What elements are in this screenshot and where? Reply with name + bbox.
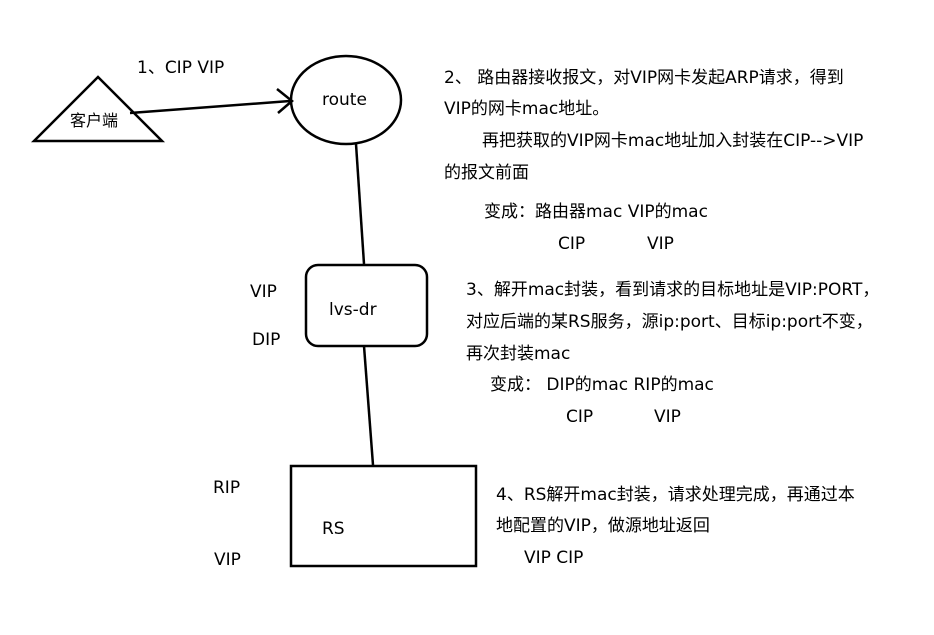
step2-line2: VIP的网卡mac地址。 (444, 99, 610, 119)
step4-line1: 4、RS解开mac封装，请求处理完成，再通过本 (496, 485, 855, 505)
step2-line3: 再把获取的VIP网卡mac地址加入封装在CIP-->VIP (482, 131, 864, 151)
rs-node-shape (289, 464, 478, 568)
lvs-to-rs-edge (362, 345, 375, 466)
arrowhead-icon (276, 88, 294, 114)
client-node-label: 客户端 (70, 111, 119, 130)
step3-line2: 对应后端的某RS服务，源ip:port、目标ip:port不变， (466, 312, 873, 332)
step4-line2: 地配置的VIP，做源地址返回 (496, 516, 710, 536)
route-node-label: route (322, 90, 367, 110)
step2-line6-vip: VIP (647, 234, 674, 254)
step3-line4: 变成： DIP的mac RIP的mac (490, 375, 714, 395)
rs-vip-label: VIP (214, 550, 241, 570)
step2-line4: 的报文前面 (444, 163, 529, 183)
step3-line3: 再次封装mac (466, 344, 571, 364)
rs-node-label: RS (322, 519, 345, 539)
client-route-edge-label: 1、CIP VIP (137, 58, 225, 78)
step4-line3: VIP CIP (524, 548, 584, 568)
route-to-lvs-edge (354, 143, 366, 265)
lvs-node-shape (304, 263, 429, 348)
step2-line1: 2、 路由器接收报文，对VIP网卡发起ARP请求，得到 (444, 68, 844, 88)
step3-line5-cip: CIP (566, 407, 594, 427)
lvs-node-label: lvs-dr (329, 300, 377, 320)
step2-line6-cip: CIP (558, 234, 586, 254)
client-node-shape (30, 75, 166, 143)
step3-line1: 3、解开mac封装，看到请求的目标地址是VIP:PORT， (466, 280, 880, 300)
rs-rip-label: RIP (213, 478, 241, 498)
lvs-vip-label: VIP (250, 282, 277, 302)
step3-line5-vip: VIP (654, 407, 681, 427)
lvs-dip-label: DIP (252, 330, 281, 350)
step2-line5: 变成：路由器mac VIP的mac (484, 202, 708, 222)
client-to-route-edge (129, 99, 291, 115)
